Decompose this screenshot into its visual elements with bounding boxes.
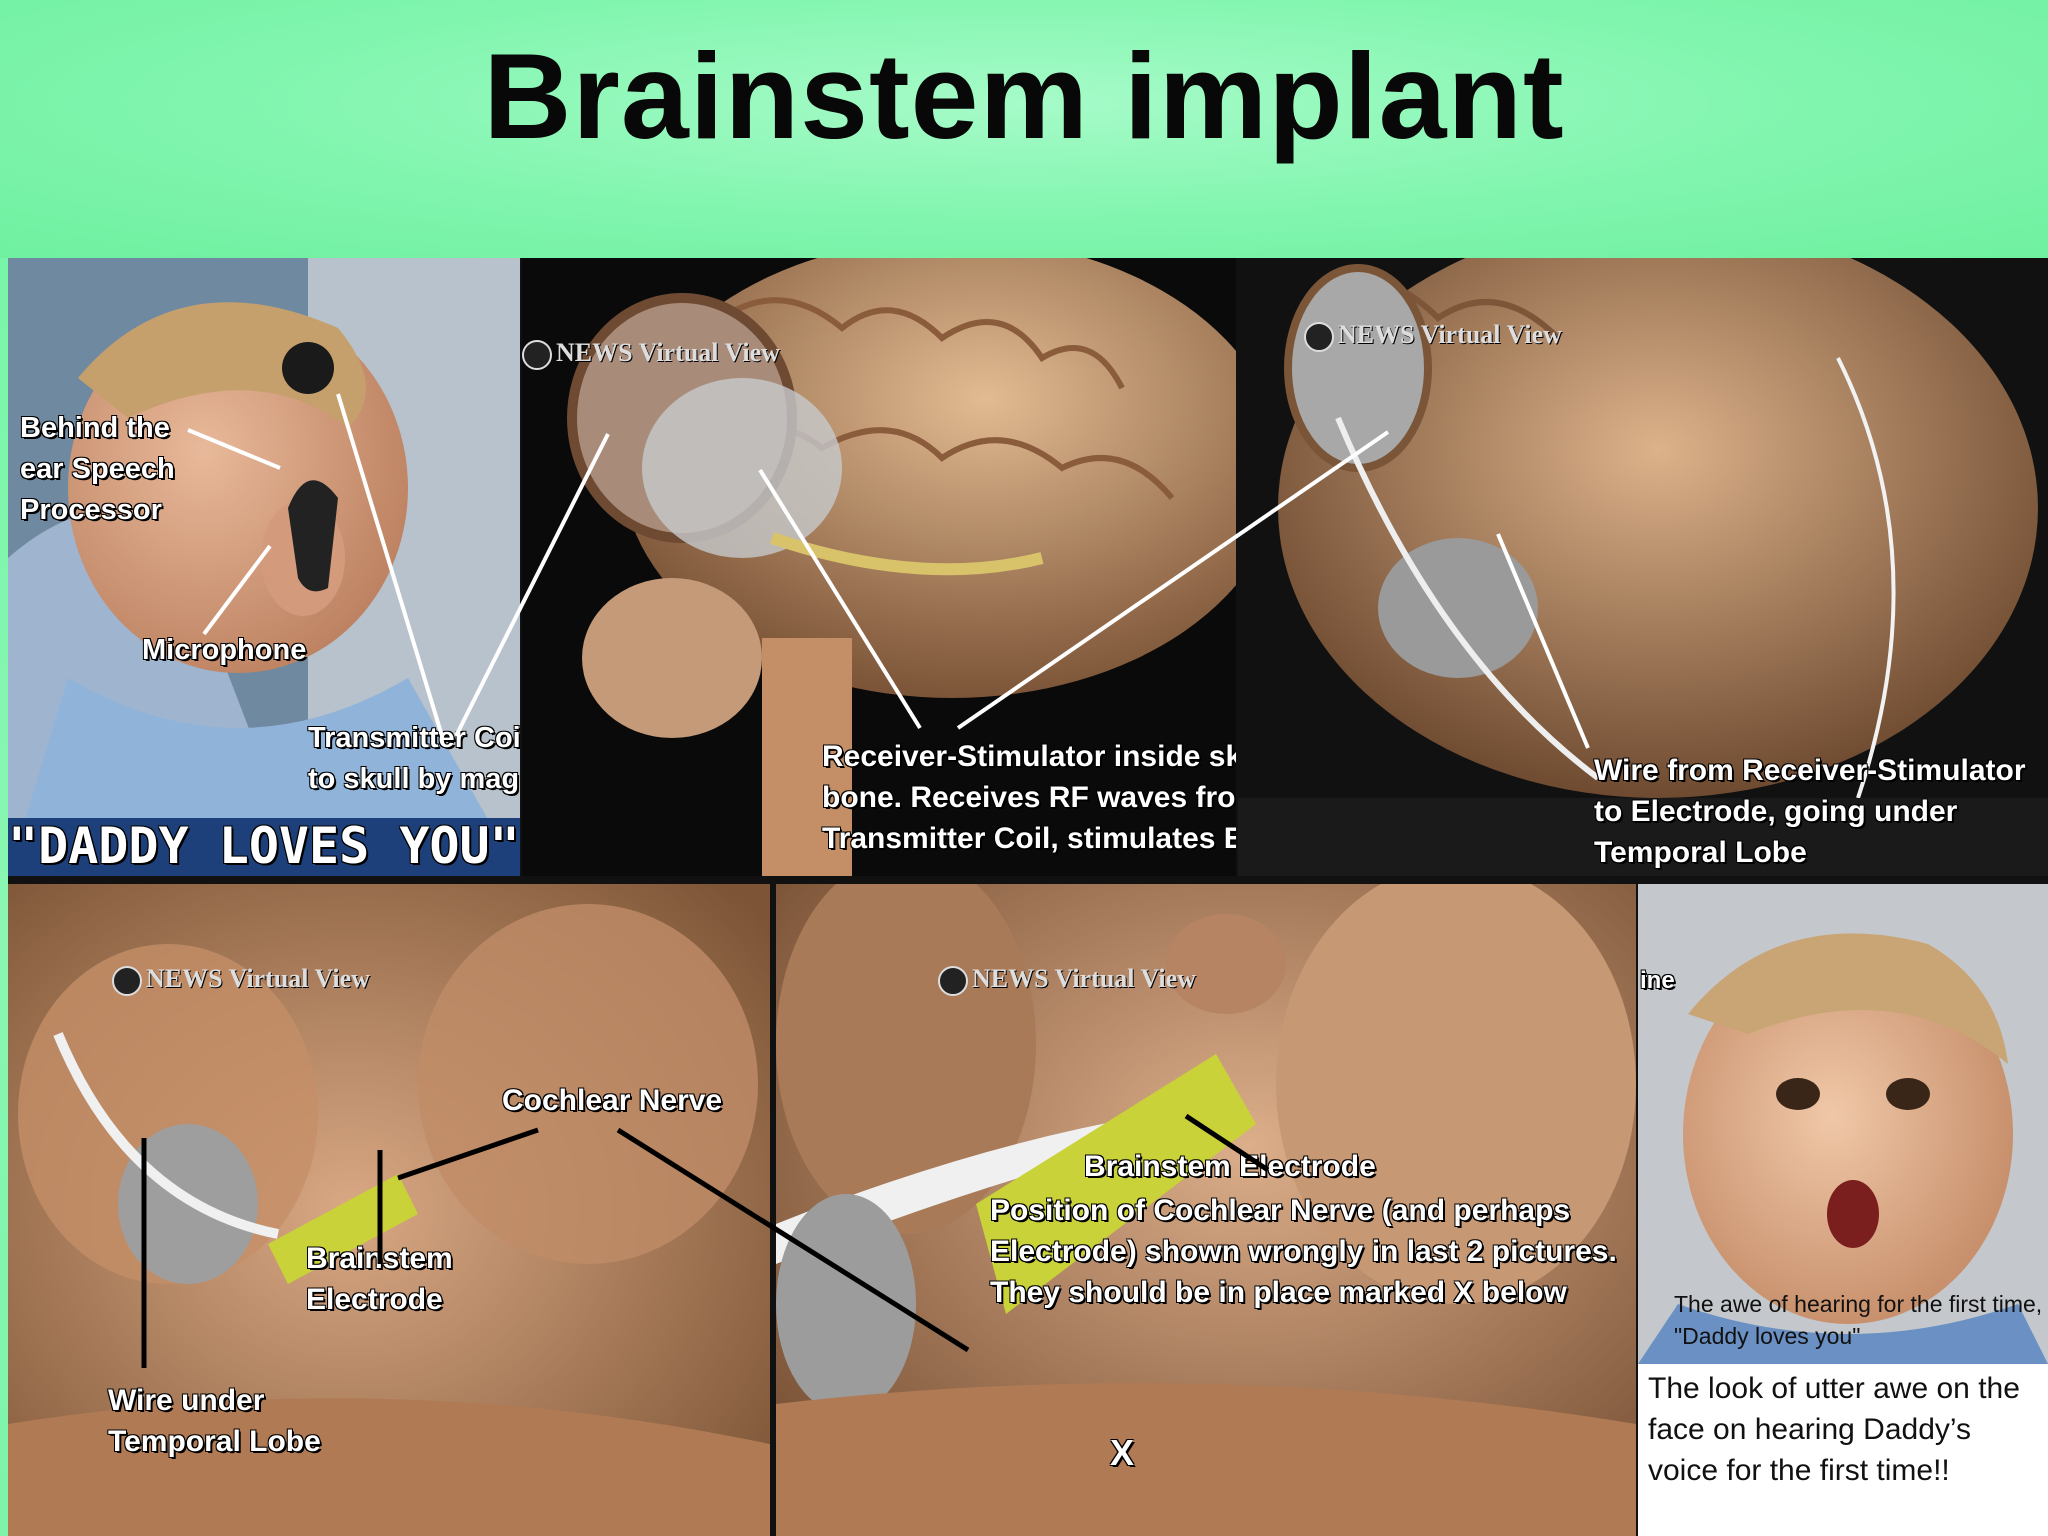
x-position-mark: X <box>1110 1432 1135 1473</box>
slide-title: Brainstem implant <box>483 28 1565 164</box>
brain-illustration-2 <box>1238 258 2048 876</box>
transmitter-coil-label: Transmitter Coil (attached to skull by m… <box>308 722 520 795</box>
boy-with-processor-photo: Behind the ear Speech Processor Micropho… <box>8 258 520 876</box>
wire-under-temporal-lobe-label: Wire under Temporal Lobe <box>108 1384 321 1458</box>
receiver-pointer-a <box>758 468 922 730</box>
coil-pointer-a <box>336 393 444 737</box>
coil-pointer-b <box>454 433 610 737</box>
boy-awe-photo: ine The awe of hearing for the first tim… <box>1638 884 2048 1536</box>
abc-logo-icon <box>938 966 968 997</box>
abc-news-logo-1: NEWS Virtual View <box>522 338 780 371</box>
microphone-pointer <box>202 544 272 636</box>
receiver-pointer-b <box>956 430 1390 730</box>
boy-face-illustration <box>1638 884 2048 1364</box>
electrode-arrow-2 <box>1184 1113 1270 1173</box>
abc-logo-icon <box>522 340 552 371</box>
brain-virtual-view-2: NEWS Virtual View Wire from Receiver-Sti… <box>1238 258 2048 876</box>
speech-processor-pointer <box>187 428 281 470</box>
abc-logo-icon <box>112 966 142 997</box>
slide-header: Brainstem implant <box>0 0 2048 258</box>
abc-news-logo-4: NEWS Virtual View <box>938 964 1196 997</box>
abc-news-logo-3: NEWS Virtual View <box>112 964 370 997</box>
brain-illustration-1 <box>522 258 1236 876</box>
wire-pointer <box>1496 533 1590 749</box>
receiver-stimulator-label: Receiver-Stimulator inside skull bone. R… <box>822 740 1236 855</box>
image-collage: Behind the ear Speech Processor Micropho… <box>8 258 2048 1536</box>
abc-logo-icon <box>1304 322 1334 353</box>
cochlear-arrow-b <box>616 1127 970 1353</box>
microphone-label: Microphone <box>142 634 307 666</box>
pointer-lines-overlay <box>141 393 1590 1368</box>
cochlear-arrow-a <box>397 1127 539 1181</box>
cochlear-nerve-label: Cochlear Nerve <box>502 1084 723 1117</box>
wire-receiver-label: Wire from Receiver-Stimulator to Electro… <box>1594 754 2026 869</box>
awe-caption: The look of utter awe on the face on hea… <box>1648 1372 2020 1487</box>
brain-virtual-view-1: NEWS Virtual View Receiver-Stimulator in… <box>522 258 1236 876</box>
brain-illustration-4 <box>776 884 1636 1536</box>
brain-virtual-view-4: NEWS Virtual View Brainstem Electrode Po… <box>776 884 1636 1536</box>
boy-photo-illustration <box>8 258 520 876</box>
abc-news-logo-2: NEWS Virtual View <box>1304 320 1562 353</box>
corner-text: ine <box>1640 967 1675 994</box>
brain-virtual-view-3: NEWS Virtual View Cochlear Nerve Brainst… <box>8 884 770 1536</box>
daddy-loves-you-banner: "DADDY LOVES YOU" <box>8 817 520 875</box>
awe-caption-small: The awe of hearing for the first time, "… <box>1674 1291 2043 1349</box>
position-note-label: Position of Cochlear Nerve (and perhaps … <box>990 1194 1617 1309</box>
speech-processor-label: Behind the ear Speech Processor <box>20 412 175 526</box>
